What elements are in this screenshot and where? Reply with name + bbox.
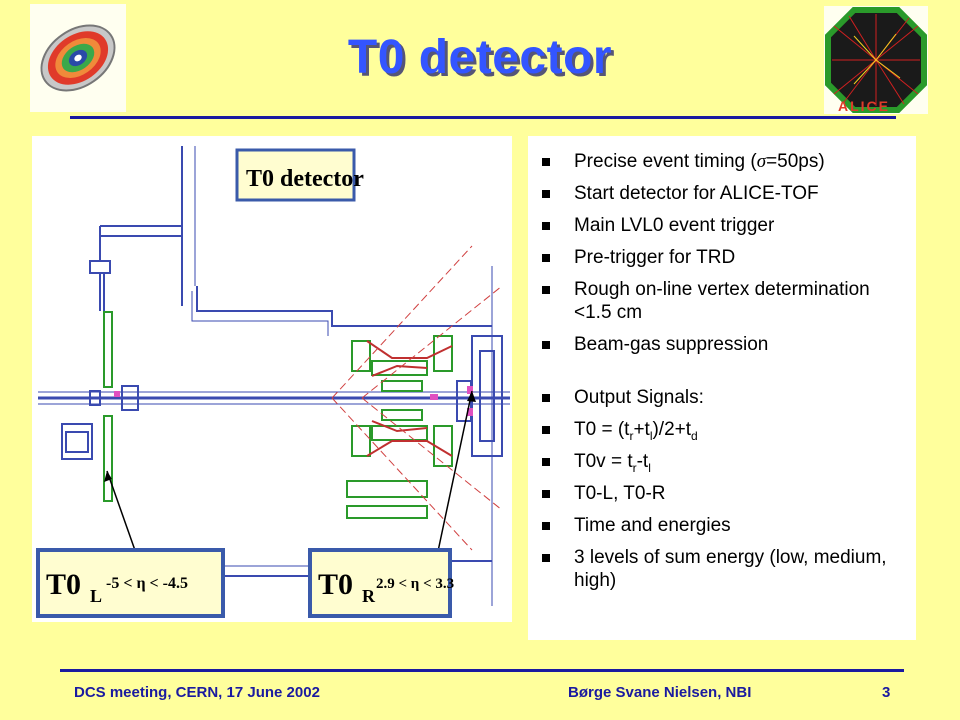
list-item: Beam-gas suppression: [528, 333, 916, 356]
list-item: Start detector for ALICE-TOF: [528, 182, 916, 205]
list-item: Output Signals:: [528, 386, 916, 409]
alice-detector-logo: [30, 4, 126, 112]
t0-detector-diagram: T0 detector: [32, 136, 512, 622]
bullet-square-icon: [542, 254, 550, 262]
t0l-eta-range: -5 < η < -4.5: [106, 575, 188, 592]
footer-author: Børge Svane Nielsen, NBI: [568, 684, 752, 701]
bullet-panel: Precise event timing (σ=50ps) Start dete…: [528, 136, 916, 640]
bullet-square-icon: [542, 286, 550, 294]
t0r-eta-range: 2.9 < η < 3.3: [376, 576, 454, 592]
title-underline: [70, 116, 896, 119]
list-item: Pre-trigger for TRD: [528, 246, 916, 269]
list-item: Rough on-line vertex determination <1.5 …: [528, 278, 916, 324]
bullet-list: Precise event timing (σ=50ps) Start dete…: [528, 136, 916, 592]
t0l-label-main: T0: [46, 568, 81, 601]
page-number: 3: [882, 684, 891, 701]
alice-wordmark: ALICE: [838, 98, 890, 114]
bullet-square-icon: [542, 554, 550, 562]
t0r-label-main: T0: [318, 568, 353, 601]
bullet-square-icon: [542, 490, 550, 498]
footer-rule: [60, 669, 904, 672]
list-item: T0v = tr-tl: [528, 450, 916, 474]
detector-schematic: T0 detector: [36, 146, 510, 618]
list-item: 3 levels of sum energy (low, medium, hig…: [528, 546, 916, 592]
list-item: Main LVL0 event trigger: [528, 214, 916, 237]
bullet-square-icon: [542, 394, 550, 402]
bullet-square-icon: [542, 341, 550, 349]
slide-title: T0 detector: [347, 31, 613, 84]
t0r-label-sub: R: [362, 586, 376, 606]
list-item: T0-L, T0-R: [528, 482, 916, 505]
bullet-square-icon: [542, 222, 550, 230]
bullet-square-icon: [542, 190, 550, 198]
bullet-square-icon: [542, 158, 550, 166]
event-display-icon: [825, 7, 927, 113]
detector-cross-section-icon: [40, 24, 116, 92]
bullet-square-icon: [542, 426, 550, 434]
t0l-label-sub: L: [90, 586, 102, 606]
diagram-header-label: T0 detector: [246, 166, 364, 192]
list-item: T0 = (tr+tl)/2+td: [528, 418, 916, 442]
alice-logo: ALICE: [824, 6, 928, 114]
bullet-square-icon: [542, 522, 550, 530]
bullet-square-icon: [542, 458, 550, 466]
list-item: Time and energies: [528, 514, 916, 537]
footer-event: DCS meeting, CERN, 17 June 2002: [74, 684, 320, 701]
list-item: Precise event timing (σ=50ps): [528, 150, 916, 173]
